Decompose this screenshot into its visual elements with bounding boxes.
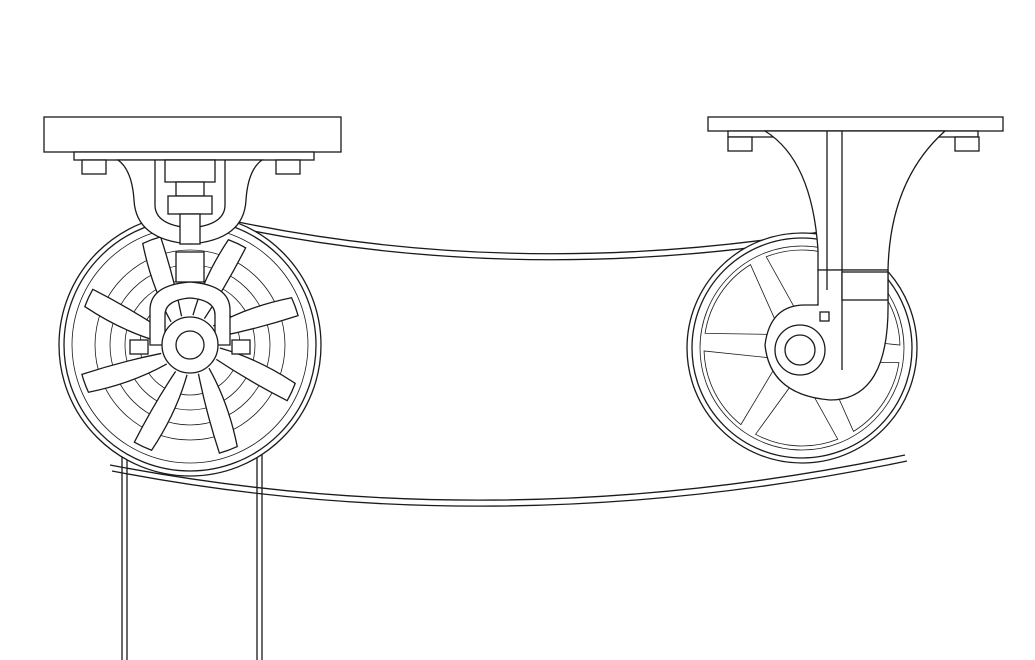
wheel-spoke <box>81 352 168 393</box>
wheel-window <box>826 361 900 432</box>
left-wheel-spokes <box>81 236 299 454</box>
wheel-window <box>754 381 839 447</box>
wheel-spoke <box>133 370 188 451</box>
wheel-spoke <box>212 297 299 338</box>
wheel-spoke <box>215 347 296 402</box>
wheel-spoke <box>197 367 238 454</box>
left-caster-mount <box>43 116 342 374</box>
right-caster-mount <box>707 116 1004 401</box>
wheel-window <box>703 350 775 426</box>
wheel-spoke <box>84 288 165 343</box>
wheel-window <box>704 264 778 335</box>
right-wheel-spokes <box>703 249 901 447</box>
belt <box>109 221 908 507</box>
